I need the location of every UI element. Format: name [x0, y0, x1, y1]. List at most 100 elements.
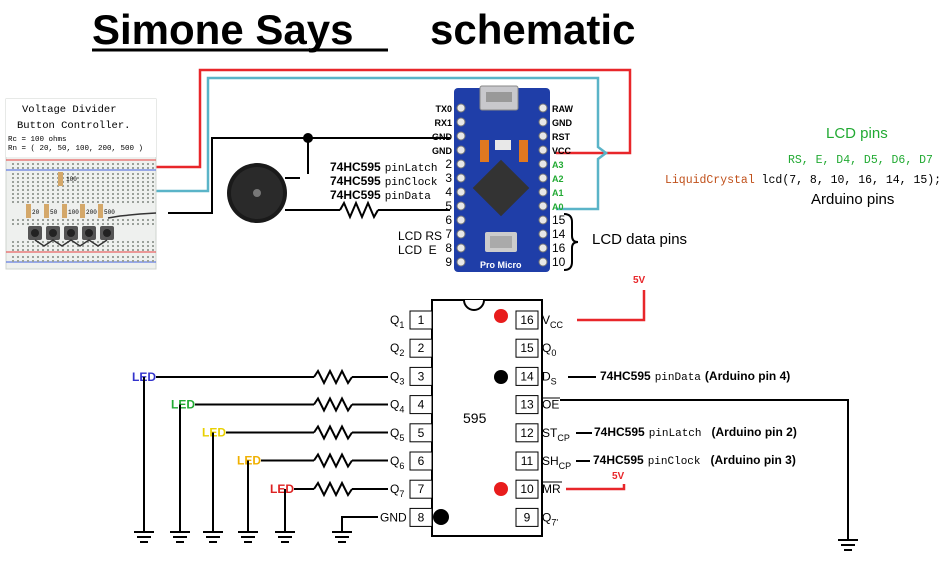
ic-pin-number: 9 — [524, 510, 531, 524]
title-sub: schematic — [430, 6, 635, 53]
vcc-5v-label: 5V — [633, 275, 646, 286]
cyan-a0-wire — [156, 76, 609, 211]
ic-pin-box — [409, 423, 433, 443]
bb-tag-0: 100 — [66, 176, 77, 183]
ground-icon — [238, 531, 258, 543]
led-label: LED — [202, 426, 226, 440]
pm-left-pad — [456, 243, 466, 253]
pm-right-pad — [538, 131, 548, 141]
pm-right-pad — [538, 243, 548, 253]
led-label: LED — [171, 398, 195, 412]
bb-heading-2: Button Controller. — [17, 120, 130, 132]
bb-rc-text: Rc = 100 ohms — [8, 136, 67, 144]
pm-right-pad — [538, 103, 548, 113]
ic-pin-label: Q7 — [390, 482, 404, 499]
ic-pin-number: 8 — [418, 510, 425, 524]
led-label: LED — [270, 482, 294, 496]
led-label: LED — [237, 454, 261, 468]
ic-pin-box — [409, 338, 433, 358]
ic-pin-box — [409, 366, 433, 386]
pm-right-pad — [538, 215, 548, 225]
board-label: Pro Micro — [480, 260, 522, 270]
pm-left-pin-label: 9 — [445, 255, 452, 269]
ic-pin-label: SHCP — [542, 454, 571, 471]
mr-5v-wire — [566, 484, 626, 491]
ic-pin-number: 12 — [520, 426, 534, 440]
lcd-heading: LCD pins — [826, 125, 888, 142]
junction-dot — [303, 133, 313, 143]
pm-left-pin-label: 8 — [445, 241, 452, 255]
ic-pin-box — [409, 451, 433, 471]
pm-left-pin-label: 6 — [445, 213, 452, 227]
ground-icon — [275, 531, 295, 543]
mr-dot — [494, 482, 508, 496]
ic-pin-label: MR — [542, 482, 561, 496]
bb-tag-5: 500 — [104, 209, 115, 216]
pm-left-pin-label: 5 — [445, 199, 452, 213]
ic-pin-number: 14 — [520, 369, 534, 383]
ic-pin-box — [409, 479, 433, 499]
lcd-data-brace — [563, 213, 579, 271]
ground-icon — [332, 531, 352, 543]
ic-pin-label: Q4 — [390, 398, 404, 415]
pm-right-pad — [538, 187, 548, 197]
ic-pin-number: 6 — [418, 454, 425, 468]
pm-left-pad — [456, 131, 466, 141]
pm-left-pad — [456, 103, 466, 113]
ic-pin-label: Q3 — [390, 369, 404, 386]
bb-tag-1: 20 — [32, 209, 40, 216]
ic-pin-box — [515, 451, 539, 471]
ic-pin-number: 11 — [521, 454, 534, 468]
pm-left-pin-label: GND — [432, 132, 453, 142]
buzzer-resistor — [339, 200, 379, 220]
pm-left-pin-label: 4 — [445, 185, 452, 199]
ground-icon — [170, 531, 190, 543]
lcd-code-line: LiquidCrystal lcd(7, 8, 10, 16, 14, 15); — [665, 174, 941, 187]
bb-tag-2: 50 — [50, 209, 58, 216]
ground-icon — [203, 531, 223, 543]
bb-tag-3: 100 — [68, 209, 79, 216]
pm-left-pin-label: 7 — [445, 227, 452, 241]
pm-right-pad — [538, 229, 548, 239]
ic-pin-number: 5 — [418, 426, 425, 440]
ic-pin-number: 7 — [418, 482, 425, 496]
title-main: Simone Says — [92, 6, 353, 53]
ic-pin-box — [515, 507, 539, 527]
ic-pin-box — [515, 479, 539, 499]
bb-resistors — [26, 172, 103, 218]
pm-right-pad — [538, 201, 548, 211]
led-resistor — [313, 368, 353, 386]
pin8-gnd-wire — [341, 516, 378, 532]
red-vcc-wire — [156, 68, 632, 169]
mr-5v-label: 5V — [612, 471, 625, 482]
ic-pin-number: 13 — [520, 398, 534, 412]
pm-left-pad — [456, 159, 466, 169]
ground-icon — [134, 531, 154, 543]
pm-left-pin-label: RX1 — [434, 118, 452, 128]
ic-name: 595 — [463, 410, 487, 426]
lcd-arduino-pins: Arduino pins — [811, 191, 894, 208]
pm-left-pad — [456, 187, 466, 197]
pm-right-pin-label: VCC — [552, 146, 572, 156]
ground-symbols — [134, 531, 858, 551]
ic-pin-label: DS — [542, 369, 557, 386]
pm-right-pin-label: 15 — [552, 213, 566, 227]
ic-pin-number: 16 — [520, 313, 534, 327]
pm-right-pin-label: 16 — [552, 241, 566, 255]
buzzer — [227, 163, 287, 223]
pm-right-pad — [538, 145, 548, 155]
pm-left-pin-label: TX0 — [435, 104, 452, 114]
led-resistor — [313, 396, 353, 413]
pm-right-pin-label: A0 — [552, 202, 564, 212]
pm-right-pin-label: GND — [552, 118, 573, 128]
